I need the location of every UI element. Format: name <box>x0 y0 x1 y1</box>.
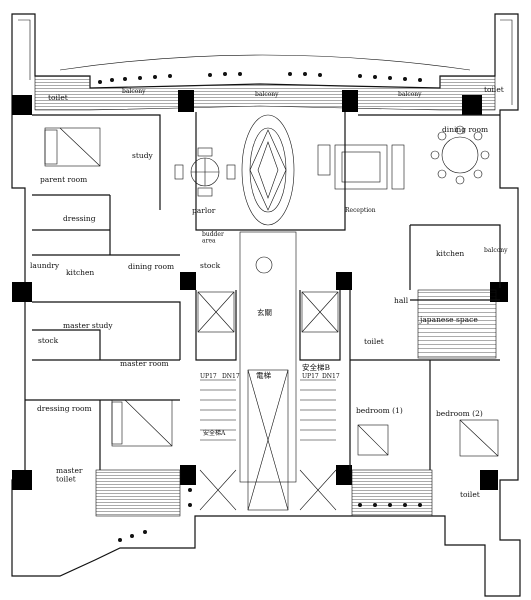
toilet-nw-label: toilet <box>48 93 68 102</box>
parent-room-label: parent room <box>40 175 87 184</box>
bedroom-1-label: bedroom (1) <box>356 406 403 415</box>
reception-rug <box>317 144 405 190</box>
master-bed <box>111 399 173 447</box>
stair-note-4: DN17 <box>322 373 340 380</box>
stock-center-label: stock <box>200 261 221 270</box>
stock-w-label: stock <box>38 336 59 345</box>
balcony-e-label: balcony <box>484 247 508 254</box>
parent-bed <box>44 127 101 167</box>
dining-room-ne-label: dining room <box>442 125 488 134</box>
dining-table-ne <box>430 125 490 185</box>
dressing-nw-label: dressing <box>63 214 96 223</box>
north-balconies <box>34 54 496 111</box>
reception-label: Reception <box>345 207 376 214</box>
balcony-n2-label: balcony <box>255 91 279 98</box>
japanese-space-floor <box>417 289 497 359</box>
stair-note-2: DN17 <box>222 373 240 380</box>
room-labels: toilet balcony balcony balcony toilet st… <box>30 85 508 499</box>
stair-note-1: UP17 <box>200 373 217 380</box>
corridor-label: 電梯 <box>256 370 271 380</box>
kitchen-w-label: kitchen <box>66 268 94 277</box>
structural-columns <box>12 90 508 490</box>
stair-core <box>197 231 339 511</box>
toilet-se-label: toilet <box>460 490 480 499</box>
dressing-room-label: dressing room <box>37 404 92 413</box>
master-study-label: master study <box>63 321 113 330</box>
hall-label: hall <box>394 296 409 305</box>
dining-room-w-label: dining room <box>128 262 174 271</box>
laundry-label: laundry <box>30 261 60 270</box>
toilet-center-label: toilet <box>364 337 384 346</box>
kitchen-e-label: kitchen <box>436 249 464 258</box>
bedroom-2-label: bedroom (2) <box>436 409 483 418</box>
stair-note-3: UP17 <box>302 373 319 380</box>
hall-center-label: 玄關 <box>257 307 272 317</box>
master-room-label: master room <box>120 359 169 368</box>
study-label: study <box>132 151 153 160</box>
parlor-label: parlor <box>192 206 216 215</box>
parlor-table <box>174 147 236 197</box>
bedroom-beds <box>357 419 499 457</box>
balcony-n1-label: balcony <box>122 88 146 95</box>
balcony-n3-label: balcony <box>398 91 422 98</box>
toilet-ne-label: toilet <box>484 85 504 94</box>
south-balcony <box>95 469 433 542</box>
japanese-space-label: japanese space <box>419 315 478 324</box>
fire-stair-b-label: 安全梯B <box>302 362 330 372</box>
parlor-rug <box>241 114 295 226</box>
fire-stair-a-label: 安全梯A <box>203 429 226 437</box>
